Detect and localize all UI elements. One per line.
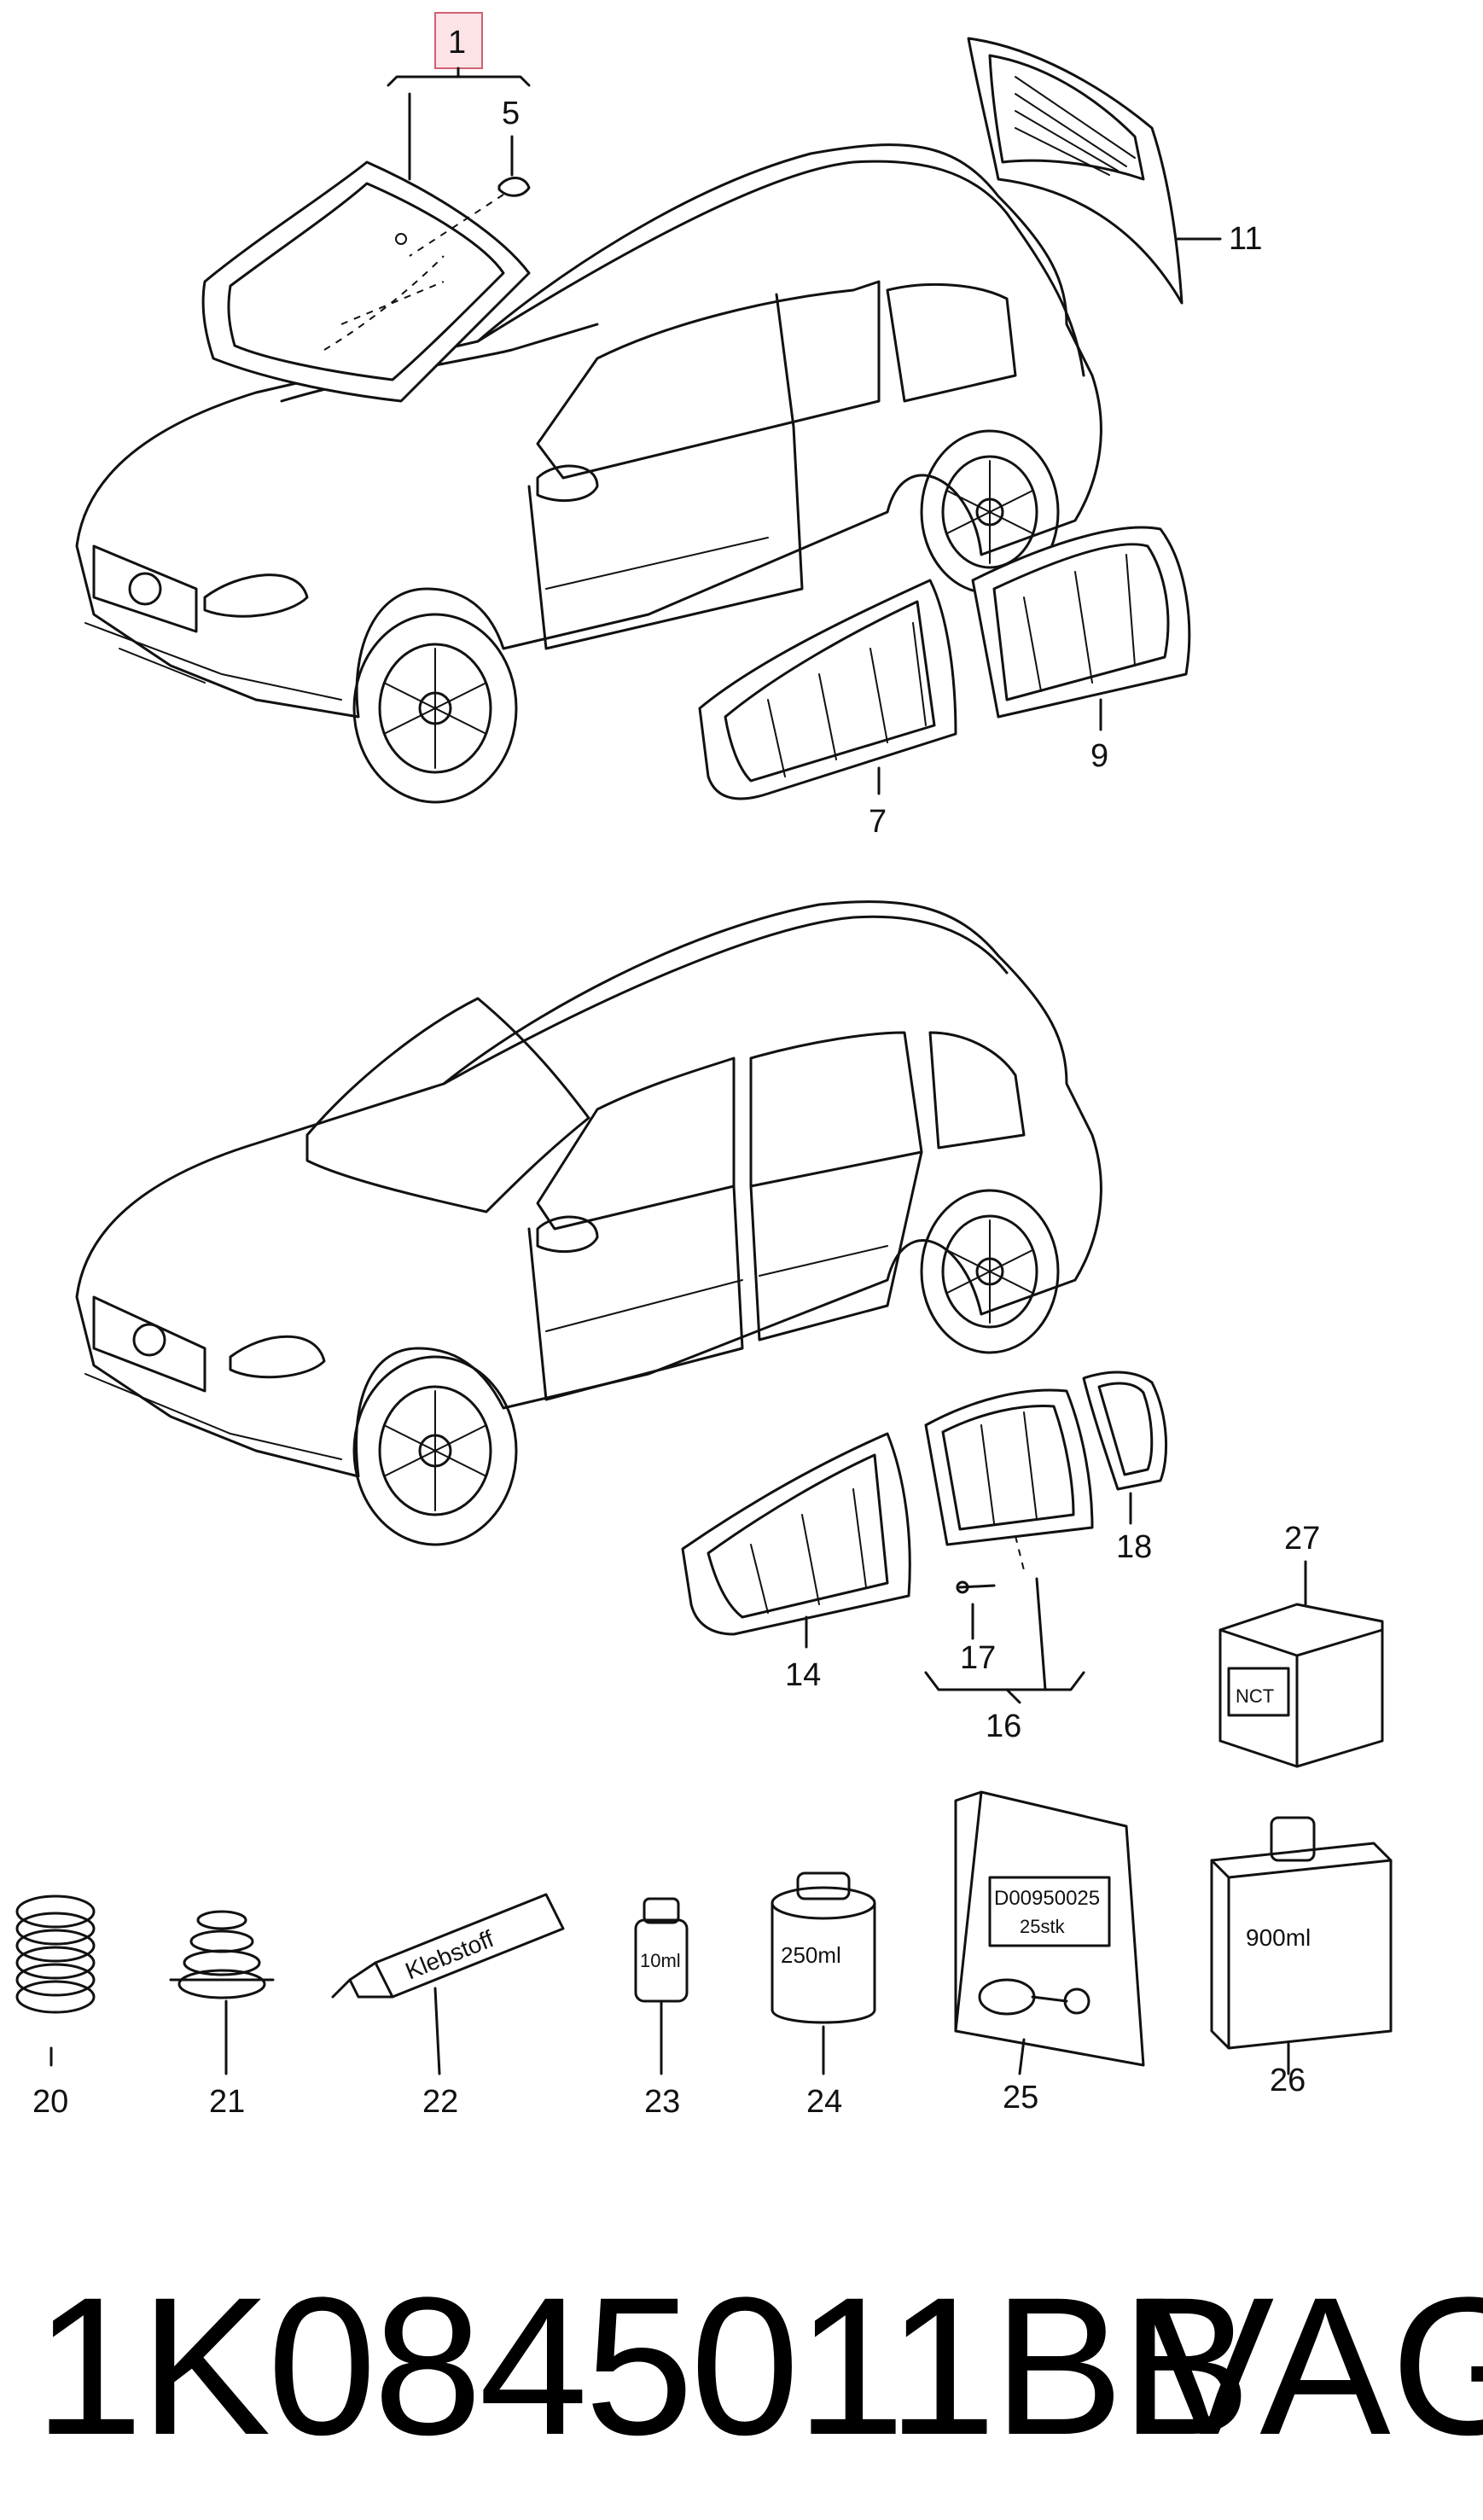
callout-1-highlight <box>434 12 483 69</box>
callout-26: 26 <box>1270 2063 1306 2098</box>
callout-21: 21 <box>209 2084 245 2120</box>
can-part-24: 250ml <box>771 1871 876 2024</box>
rear-door-window-part-16 <box>924 1388 1094 1571</box>
callout-1: 1 <box>448 25 466 61</box>
callout-25: 25 <box>1003 2080 1038 2116</box>
part-number: 1K0845011BB <box>34 2256 1251 2476</box>
bag-qty-text: 25stk <box>1020 1916 1066 1937</box>
callout-20: 20 <box>32 2084 68 2120</box>
bottle-part-23: 10ml <box>634 1897 689 2003</box>
brand-name: VAG <box>1143 2256 1483 2476</box>
quarter-window-part-9 <box>971 526 1191 719</box>
box-label-text: NCT <box>1236 1685 1274 1707</box>
callout-18: 18 <box>1116 1529 1152 1565</box>
windshield-part-1 <box>201 160 531 403</box>
bottle-label-text: 10ml <box>640 1950 681 1971</box>
callout-5: 5 <box>502 96 520 131</box>
callout-27: 27 <box>1284 1521 1320 1557</box>
canister-label-text: 900ml <box>1246 1924 1311 1951</box>
clip-part-5 <box>409 177 531 257</box>
callout-23: 23 <box>644 2084 680 2120</box>
bag-code-text: D00950025 <box>994 1887 1100 1910</box>
callout-14: 14 <box>785 1657 821 1693</box>
callout-24: 24 <box>806 2084 842 2120</box>
seal-ring-part-20 <box>15 1894 96 2014</box>
callout-labels: 1 5 11 7 9 14 17 16 18 27 20 21 22 23 24… <box>32 25 1320 2120</box>
primer-box-part-27: NCT <box>1218 1603 1384 1768</box>
adhesive-tube-part-22: Klebstoff <box>331 1893 565 1999</box>
cone-seal-part-21 <box>169 1910 275 1999</box>
side-window-part-7 <box>698 579 957 800</box>
callout-7: 7 <box>869 804 887 840</box>
callout-11: 11 <box>1229 221 1262 257</box>
callout-9: 9 <box>1090 738 1108 774</box>
callout-17: 17 <box>960 1640 996 1676</box>
rear-window-part-11 <box>967 37 1183 305</box>
bag-part-25: D00950025 25stk <box>954 1790 1145 2067</box>
callout-22: 22 <box>422 2084 458 2120</box>
leader-lines <box>49 12 1307 2075</box>
callout-16: 16 <box>986 1708 1021 1744</box>
car-3-door <box>75 143 1102 804</box>
car-5-door <box>75 900 1102 1546</box>
can-label-text: 250ml <box>781 1942 841 1968</box>
canister-part-26: 900ml <box>1210 1816 1393 2050</box>
spacer-part-17 <box>956 1580 996 1594</box>
door-window-part-14 <box>681 1432 911 1636</box>
quarter-window-part-18 <box>1082 1371 1168 1491</box>
